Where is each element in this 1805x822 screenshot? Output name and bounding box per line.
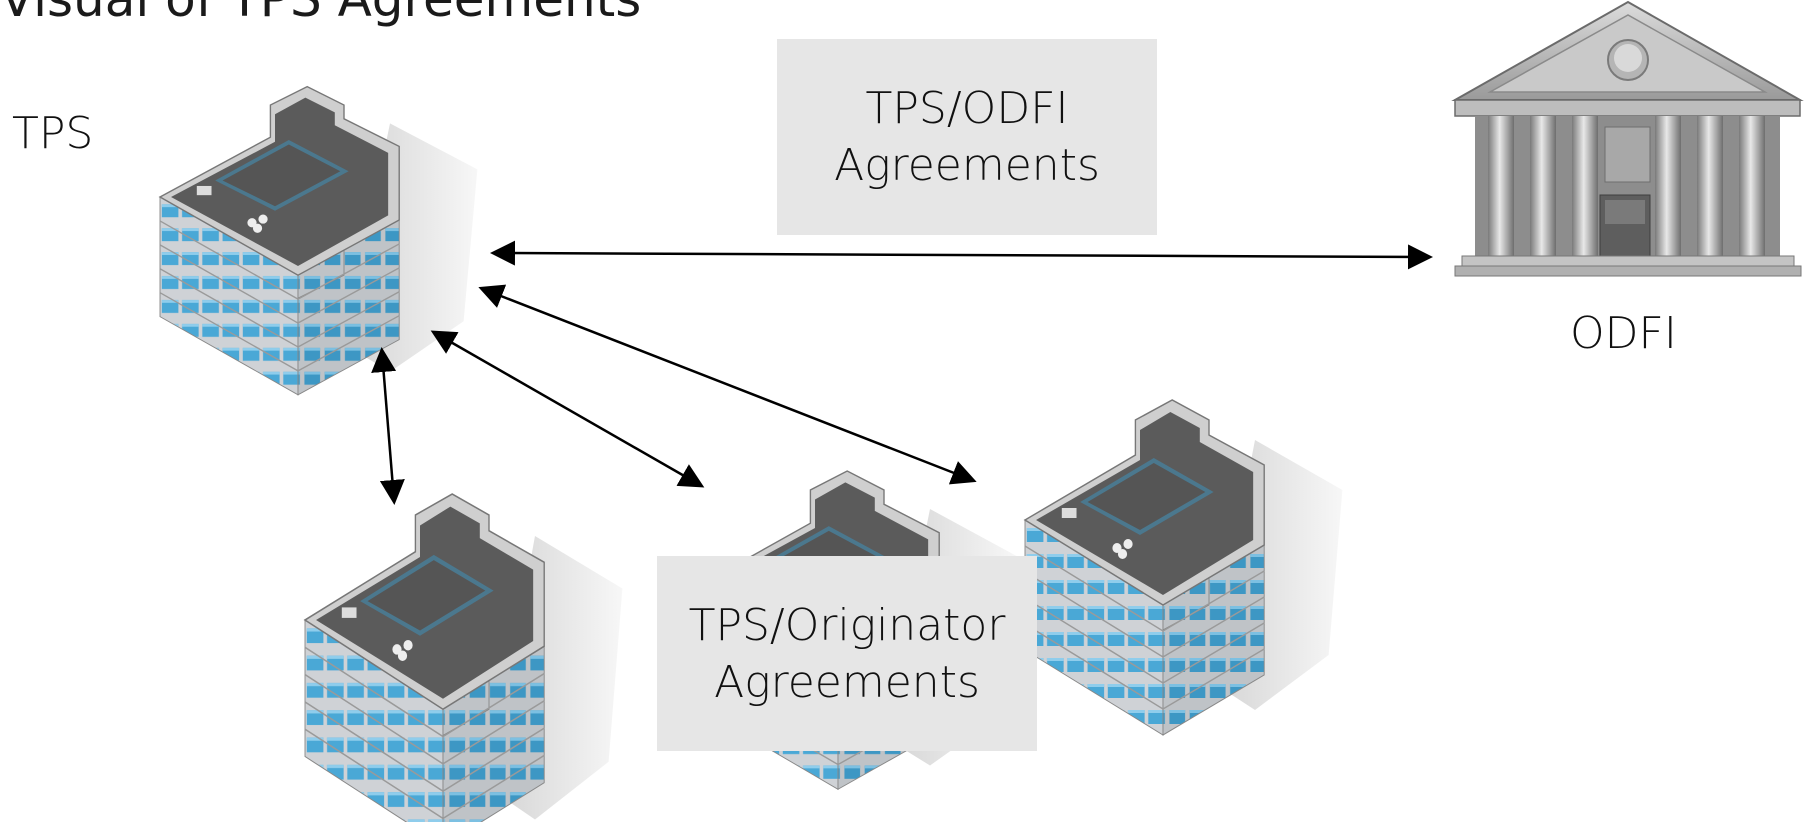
- tps-odfi-agreements-line2: Agreements: [834, 140, 1100, 191]
- originator-building-1-icon: [304, 493, 624, 822]
- tps-originator-agreements-box: TPS/Originator Agreements: [657, 556, 1037, 751]
- arrow-tps-originator-2: [430, 330, 705, 488]
- tps-building-icon: [159, 85, 479, 396]
- tps-originator-agreements-line2: Agreements: [714, 656, 980, 708]
- arrow-tps-originator-1: [371, 347, 405, 505]
- originator-building-3-icon: [1024, 399, 1344, 736]
- tps-odfi-agreements-box: TPS/ODFI Agreements: [777, 39, 1157, 235]
- tps-originator-agreements-line1: TPS/Originator: [688, 599, 1006, 651]
- arrow-tps-originator-3: [478, 284, 977, 485]
- odfi-bank-icon: [1451, 0, 1804, 277]
- tps-odfi-agreements-line1: TPS/ODFI: [865, 83, 1069, 134]
- odfi-label: ODFI: [1570, 308, 1677, 359]
- arrow-tps-odfi: [490, 240, 1433, 270]
- tps-label: TPS: [12, 108, 94, 159]
- slide-title: Visual of TPS Agreements: [0, 0, 641, 28]
